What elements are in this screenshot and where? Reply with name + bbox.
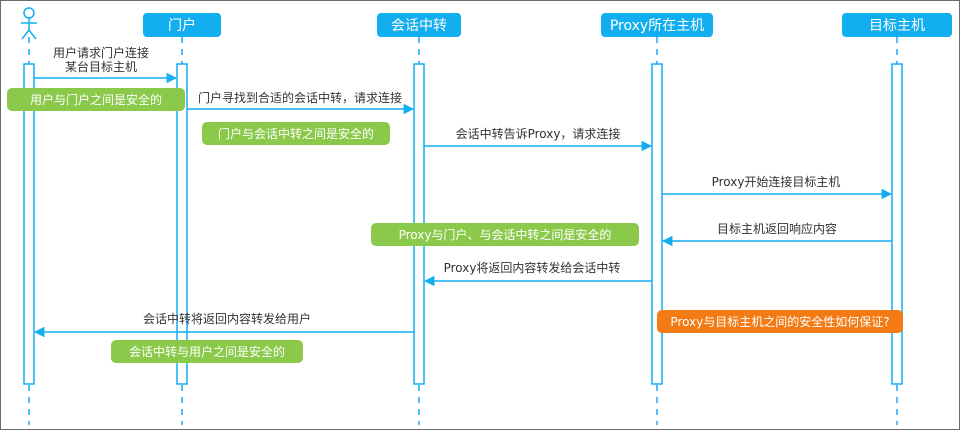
note-n3: Proxy与门户、与会话中转之间是安全的: [371, 223, 639, 246]
messages: 用户请求门户连接 某台目标主机 门户寻找到合适的会话中转，请求连接 会话中转告诉…: [33, 45, 893, 338]
participant-proxy: Proxy所在主机: [601, 13, 713, 37]
participant-portal: 门户: [143, 13, 221, 37]
message-label-m7: 会话中转将返回内容转发给用户: [143, 311, 311, 326]
participant-target: 目标主机: [842, 13, 952, 37]
note-text: 会话中转与用户之间是安全的: [129, 344, 285, 359]
message-label-m6: Proxy将返回内容转发给会话中转: [444, 260, 621, 275]
participant-box: [601, 13, 713, 37]
participant-label: 门户: [168, 17, 196, 34]
participant-box: [842, 13, 952, 37]
message-label-m2: 门户寻找到合适的会话中转，请求连接: [198, 90, 402, 105]
participant-label: 会话中转: [391, 18, 447, 34]
notes: 用户与门户之间是安全的 门户与会话中转之间是安全的 Proxy与门户、与会话中转…: [7, 88, 903, 363]
note-box: [657, 310, 903, 333]
participant-label: Proxy所在主机: [610, 18, 704, 34]
message-label-m1-line1: 用户请求门户连接: [53, 45, 149, 60]
participant-label: 目标主机: [869, 18, 925, 34]
participant-box: [377, 13, 461, 37]
note-box: [371, 223, 639, 246]
activation-user: [23, 63, 35, 385]
note-box: [7, 88, 185, 111]
note-text: Proxy与门户、与会话中转之间是安全的: [399, 227, 612, 242]
activation-proxy: [651, 63, 663, 385]
note-text: 用户与门户之间是安全的: [30, 92, 162, 107]
activation-target: [891, 63, 903, 385]
message-label-m5: 目标主机返回响应内容: [717, 221, 837, 236]
message-label-m4: Proxy开始连接目标主机: [712, 174, 841, 189]
message-label-m3: 会话中转告诉Proxy，请求连接: [456, 126, 621, 141]
note-box: [111, 340, 303, 363]
activation-portal: [176, 63, 188, 385]
note-n5: 会话中转与用户之间是安全的: [111, 340, 303, 363]
note-box: [202, 122, 390, 145]
note-text: Proxy与目标主机之间的安全性如何保证?: [670, 314, 889, 329]
note-text: 门户与会话中转之间是安全的: [218, 126, 374, 141]
person-icon: [21, 7, 37, 40]
note-n4: Proxy与目标主机之间的安全性如何保证?: [657, 310, 903, 333]
participant-box: [143, 13, 221, 37]
message-label-m1-line2: 某台目标主机: [65, 59, 137, 74]
participant-relay: 会话中转: [377, 13, 461, 37]
note-n2: 门户与会话中转之间是安全的: [202, 122, 390, 145]
note-n1: 用户与门户之间是安全的: [7, 88, 185, 111]
